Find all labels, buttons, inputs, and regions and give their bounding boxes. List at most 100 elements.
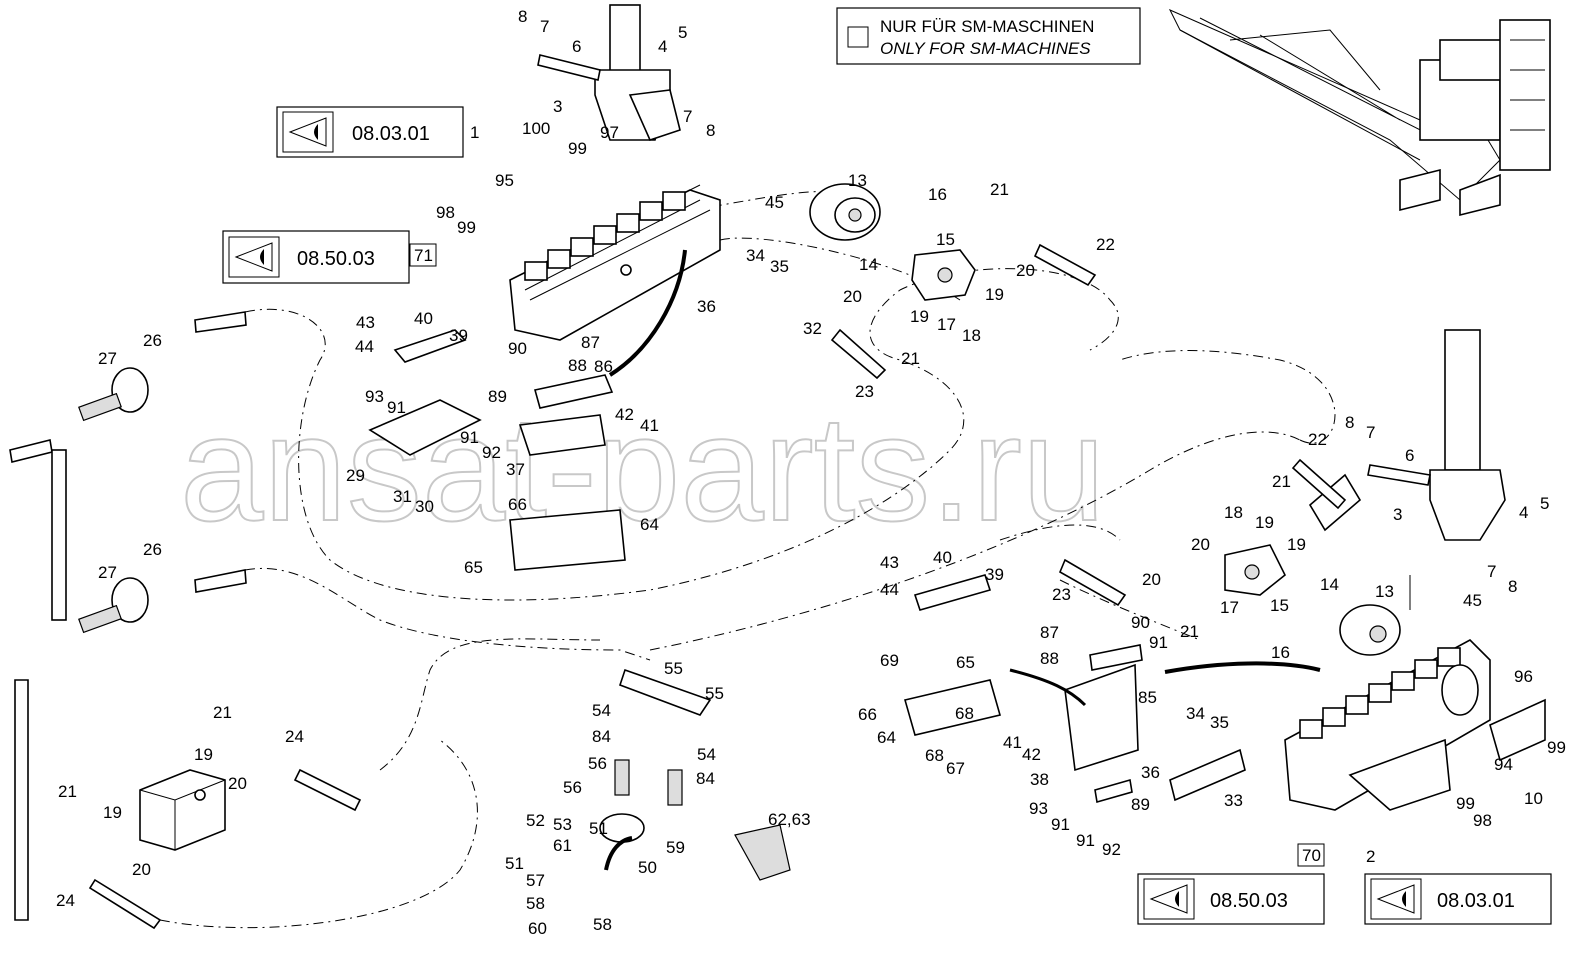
part-number-label: 66 — [508, 495, 527, 514]
column-mount-upper — [537, 4, 681, 141]
part-number-label: 39 — [449, 326, 468, 345]
part-number-label: 91 — [1149, 633, 1168, 652]
part-number-label: 51 — [589, 819, 608, 838]
part-number-label: 68 — [955, 704, 974, 723]
part-number-label: 96 — [1514, 667, 1533, 686]
part-number-label: 65 — [956, 653, 975, 672]
ref-box-4[interactable]: 08.03.01 — [1364, 873, 1552, 925]
part-number-label: 27 — [98, 563, 117, 582]
part-number-label: 60 — [528, 919, 547, 938]
part-number-label: 40 — [933, 548, 952, 567]
part-number-label: 17 — [937, 315, 956, 334]
part-number-label: 89 — [488, 387, 507, 406]
part-number-label: 62,63 — [768, 810, 811, 829]
part-number-label: 42 — [615, 405, 634, 424]
part-number-label: 34 — [1186, 704, 1205, 723]
part-number-label: 24 — [285, 727, 304, 746]
part-number-label: 87 — [1040, 623, 1059, 642]
track-assembly-upper — [509, 184, 721, 377]
drive-motor-upper — [809, 183, 976, 301]
part-number-label: 99 — [568, 139, 587, 158]
part-number-label: 44 — [355, 337, 374, 356]
part-number-label: 15 — [1270, 596, 1289, 615]
part-number-label: 97 — [600, 123, 619, 142]
part-number-label: 15 — [936, 230, 955, 249]
ref-box-3[interactable]: 08.50.03 — [1137, 873, 1325, 925]
part-number-label: 98 — [436, 203, 455, 222]
part-number-label: 8 — [1508, 577, 1517, 596]
ref-box-3-text: 08.50.03 — [1210, 890, 1288, 912]
ref-box-2[interactable]: 08.50.03 — [222, 230, 410, 284]
boxed-label-70: 70 — [1297, 843, 1325, 867]
part-number-label: 7 — [540, 17, 549, 36]
part-number-label: 64 — [640, 515, 659, 534]
part-number-label: 90 — [508, 339, 527, 358]
part-number-label: 91 — [460, 428, 479, 447]
part-number-label: 21 — [1272, 472, 1291, 491]
part-number-label: 92 — [482, 443, 501, 462]
part-number-label: 14 — [859, 255, 878, 274]
part-number-label: 6 — [1405, 446, 1414, 465]
part-number-label: 27 — [98, 349, 117, 368]
part-number-label: 26 — [143, 331, 162, 350]
part-number-label: 50 — [638, 858, 657, 877]
part-number-label: 61 — [553, 836, 572, 855]
watermark: ansat-parts.ru — [180, 384, 1105, 552]
part-number-label: 64 — [877, 728, 896, 747]
part-number-label: 59 — [666, 838, 685, 857]
part-number-label: 18 — [1224, 503, 1243, 522]
part-number-label: 22 — [1308, 430, 1327, 449]
note-line-1: NUR FÜR SM-MASCHINEN — [880, 17, 1094, 36]
part-number-label: 65 — [464, 558, 483, 577]
valve-block — [139, 769, 226, 851]
part-number-label: 13 — [848, 171, 867, 190]
part-number-label: 99 — [1547, 738, 1566, 757]
part-number-label: 45 — [1463, 591, 1482, 610]
part-number-label: 91 — [1076, 831, 1095, 850]
part-number-label: 86 — [594, 357, 613, 376]
part-number-label: 4 — [658, 37, 667, 56]
part-number-label: 16 — [1271, 643, 1290, 662]
hoses-lower — [1291, 458, 1347, 510]
part-number-label: 4 — [1519, 503, 1528, 522]
part-number-label: 5 — [678, 23, 687, 42]
part-number-label: 30 — [415, 497, 434, 516]
part-number-label: 22 — [1096, 235, 1115, 254]
ref-box-1[interactable]: 08.03.01 — [276, 106, 464, 158]
machine-overview-image — [1168, 8, 1551, 217]
part-number-label: 16 — [928, 185, 947, 204]
part-number-label: 91 — [387, 398, 406, 417]
flanges — [78, 367, 149, 634]
part-number-label: 55 — [705, 684, 724, 703]
part-number-label: 54 — [697, 745, 716, 764]
part-number-label: 29 — [346, 466, 365, 485]
part-number-label: 99 — [1456, 794, 1475, 813]
part-number-label: 89 — [1131, 795, 1150, 814]
part-number-label: 41 — [640, 416, 659, 435]
part-number-label: 20 — [1191, 535, 1210, 554]
part-number-label: 7 — [1366, 423, 1375, 442]
part-number-label: 34 — [746, 246, 765, 265]
part-number-label: 36 — [697, 297, 716, 316]
part-number-label: 20 — [1016, 261, 1035, 280]
part-number-label: 84 — [696, 769, 715, 788]
part-number-label: 36 — [1141, 763, 1160, 782]
part-number-label: 88 — [568, 356, 587, 375]
part-number-label: 88 — [1040, 649, 1059, 668]
part-number-label: 98 — [1473, 811, 1492, 830]
part-number-label: 3 — [1393, 505, 1402, 524]
part-number-label: 14 — [1320, 575, 1339, 594]
part-number-label: 43 — [356, 313, 375, 332]
part-number-label: 17 — [1220, 598, 1239, 617]
part-number-label: 21 — [213, 703, 232, 722]
part-number-label: 21 — [901, 349, 920, 368]
drive-motor-lower — [1224, 473, 1401, 656]
part-number-label: 58 — [526, 894, 545, 913]
ref-box-1-text: 08.03.01 — [352, 123, 430, 145]
part-number-label: 93 — [365, 387, 384, 406]
part-number-label: 90 — [1131, 613, 1150, 632]
part-number-label: 2 — [1366, 847, 1375, 866]
part-number-label: 57 — [526, 871, 545, 890]
